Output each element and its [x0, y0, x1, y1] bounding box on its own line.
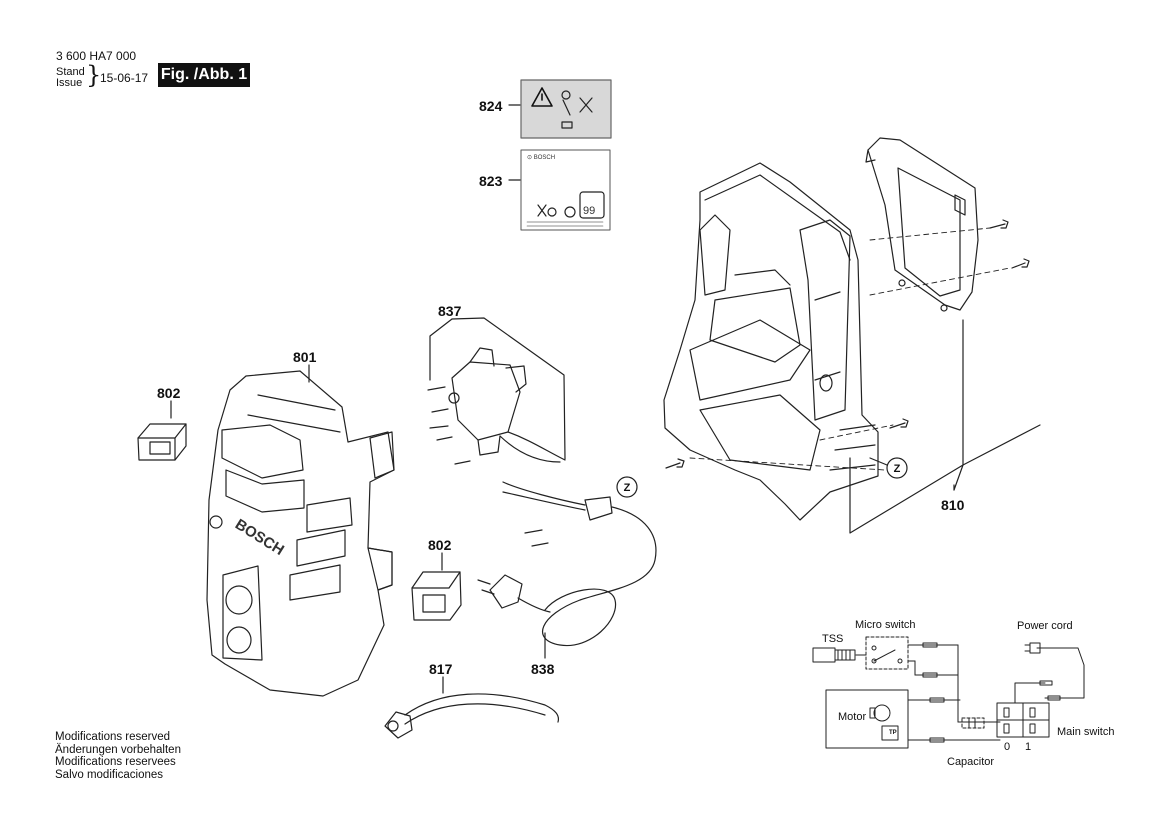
- issue-date: 15-06-17: [100, 71, 149, 85]
- schematic-micro-switch-label: Micro switch: [855, 619, 916, 631]
- part-label-838: 838: [531, 661, 555, 677]
- schematic-power-cord-label: Power cord: [1017, 620, 1073, 632]
- schematic-tp-label: TP: [889, 730, 897, 736]
- part-label-802-b: 802: [428, 537, 452, 553]
- warning-label-824: [520, 79, 612, 139]
- screw-icons: [665, 219, 1030, 469]
- callout-z1-text: Z: [624, 482, 631, 494]
- wiring-schematic: [812, 636, 1085, 749]
- switch-block-837: [427, 347, 566, 465]
- motor-box: [825, 689, 909, 749]
- part-label-824: 824: [479, 98, 503, 114]
- clip-802-a: [137, 423, 187, 461]
- part-label-823: 823: [479, 173, 503, 189]
- brand-text: BOSCH: [232, 516, 287, 559]
- part-number: 3 600 HA7 000: [56, 49, 137, 63]
- switch-position-0: 0: [1004, 741, 1011, 753]
- part-label-801: 801: [293, 349, 317, 365]
- switch-position-1: 1: [1025, 741, 1032, 753]
- schematic-capacitor-label: Capacitor: [947, 756, 995, 768]
- part-label-817: 817: [429, 661, 453, 677]
- note-en: Modifications reserved: [55, 731, 171, 743]
- detail-callout-z1: [616, 476, 638, 498]
- detail-callout-z2: [886, 457, 908, 479]
- schematic-main-switch-label: Main switch: [1057, 726, 1115, 738]
- leader-837-bracket: [451, 317, 566, 460]
- housing-cover-801: [206, 370, 395, 697]
- hose-817: [384, 693, 560, 739]
- part-label-810: 810: [941, 497, 965, 513]
- modifications-notes: Modifications reserved Änderungen vorbeh…: [55, 731, 181, 781]
- rating-label-823: [520, 149, 611, 231]
- handle-bracket: [865, 137, 979, 312]
- rear-housing-810: [663, 162, 879, 521]
- note-de: Änderungen vorbehalten: [55, 743, 181, 756]
- brace-glyph: }: [86, 61, 102, 89]
- rating-label-code: 99: [583, 205, 595, 217]
- micro-switch-box: [865, 636, 909, 670]
- callout-z2-text: Z: [894, 463, 901, 475]
- figure-title: Fig. /Abb. 1: [158, 63, 250, 87]
- power-cord-838: [477, 481, 657, 647]
- brand-logo-icon: [209, 515, 223, 529]
- stand-label: Stand: [56, 66, 85, 78]
- issue-label: Issue: [56, 77, 83, 89]
- note-fr: Modifications reservees: [55, 756, 176, 768]
- schematic-motor-label: Motor: [838, 711, 867, 723]
- leader-810-bracket: [849, 319, 964, 534]
- clip-802-b: [411, 571, 462, 621]
- note-es: Salvo modificaciones: [55, 768, 164, 781]
- part-label-802-a: 802: [157, 385, 181, 401]
- rating-label-brand: ⊙ BOSCH: [527, 155, 555, 161]
- stand-issue-label: Stand Issue: [56, 67, 85, 89]
- schematic-tss-label: TSS: [822, 633, 844, 645]
- part-label-837: 837: [438, 303, 462, 319]
